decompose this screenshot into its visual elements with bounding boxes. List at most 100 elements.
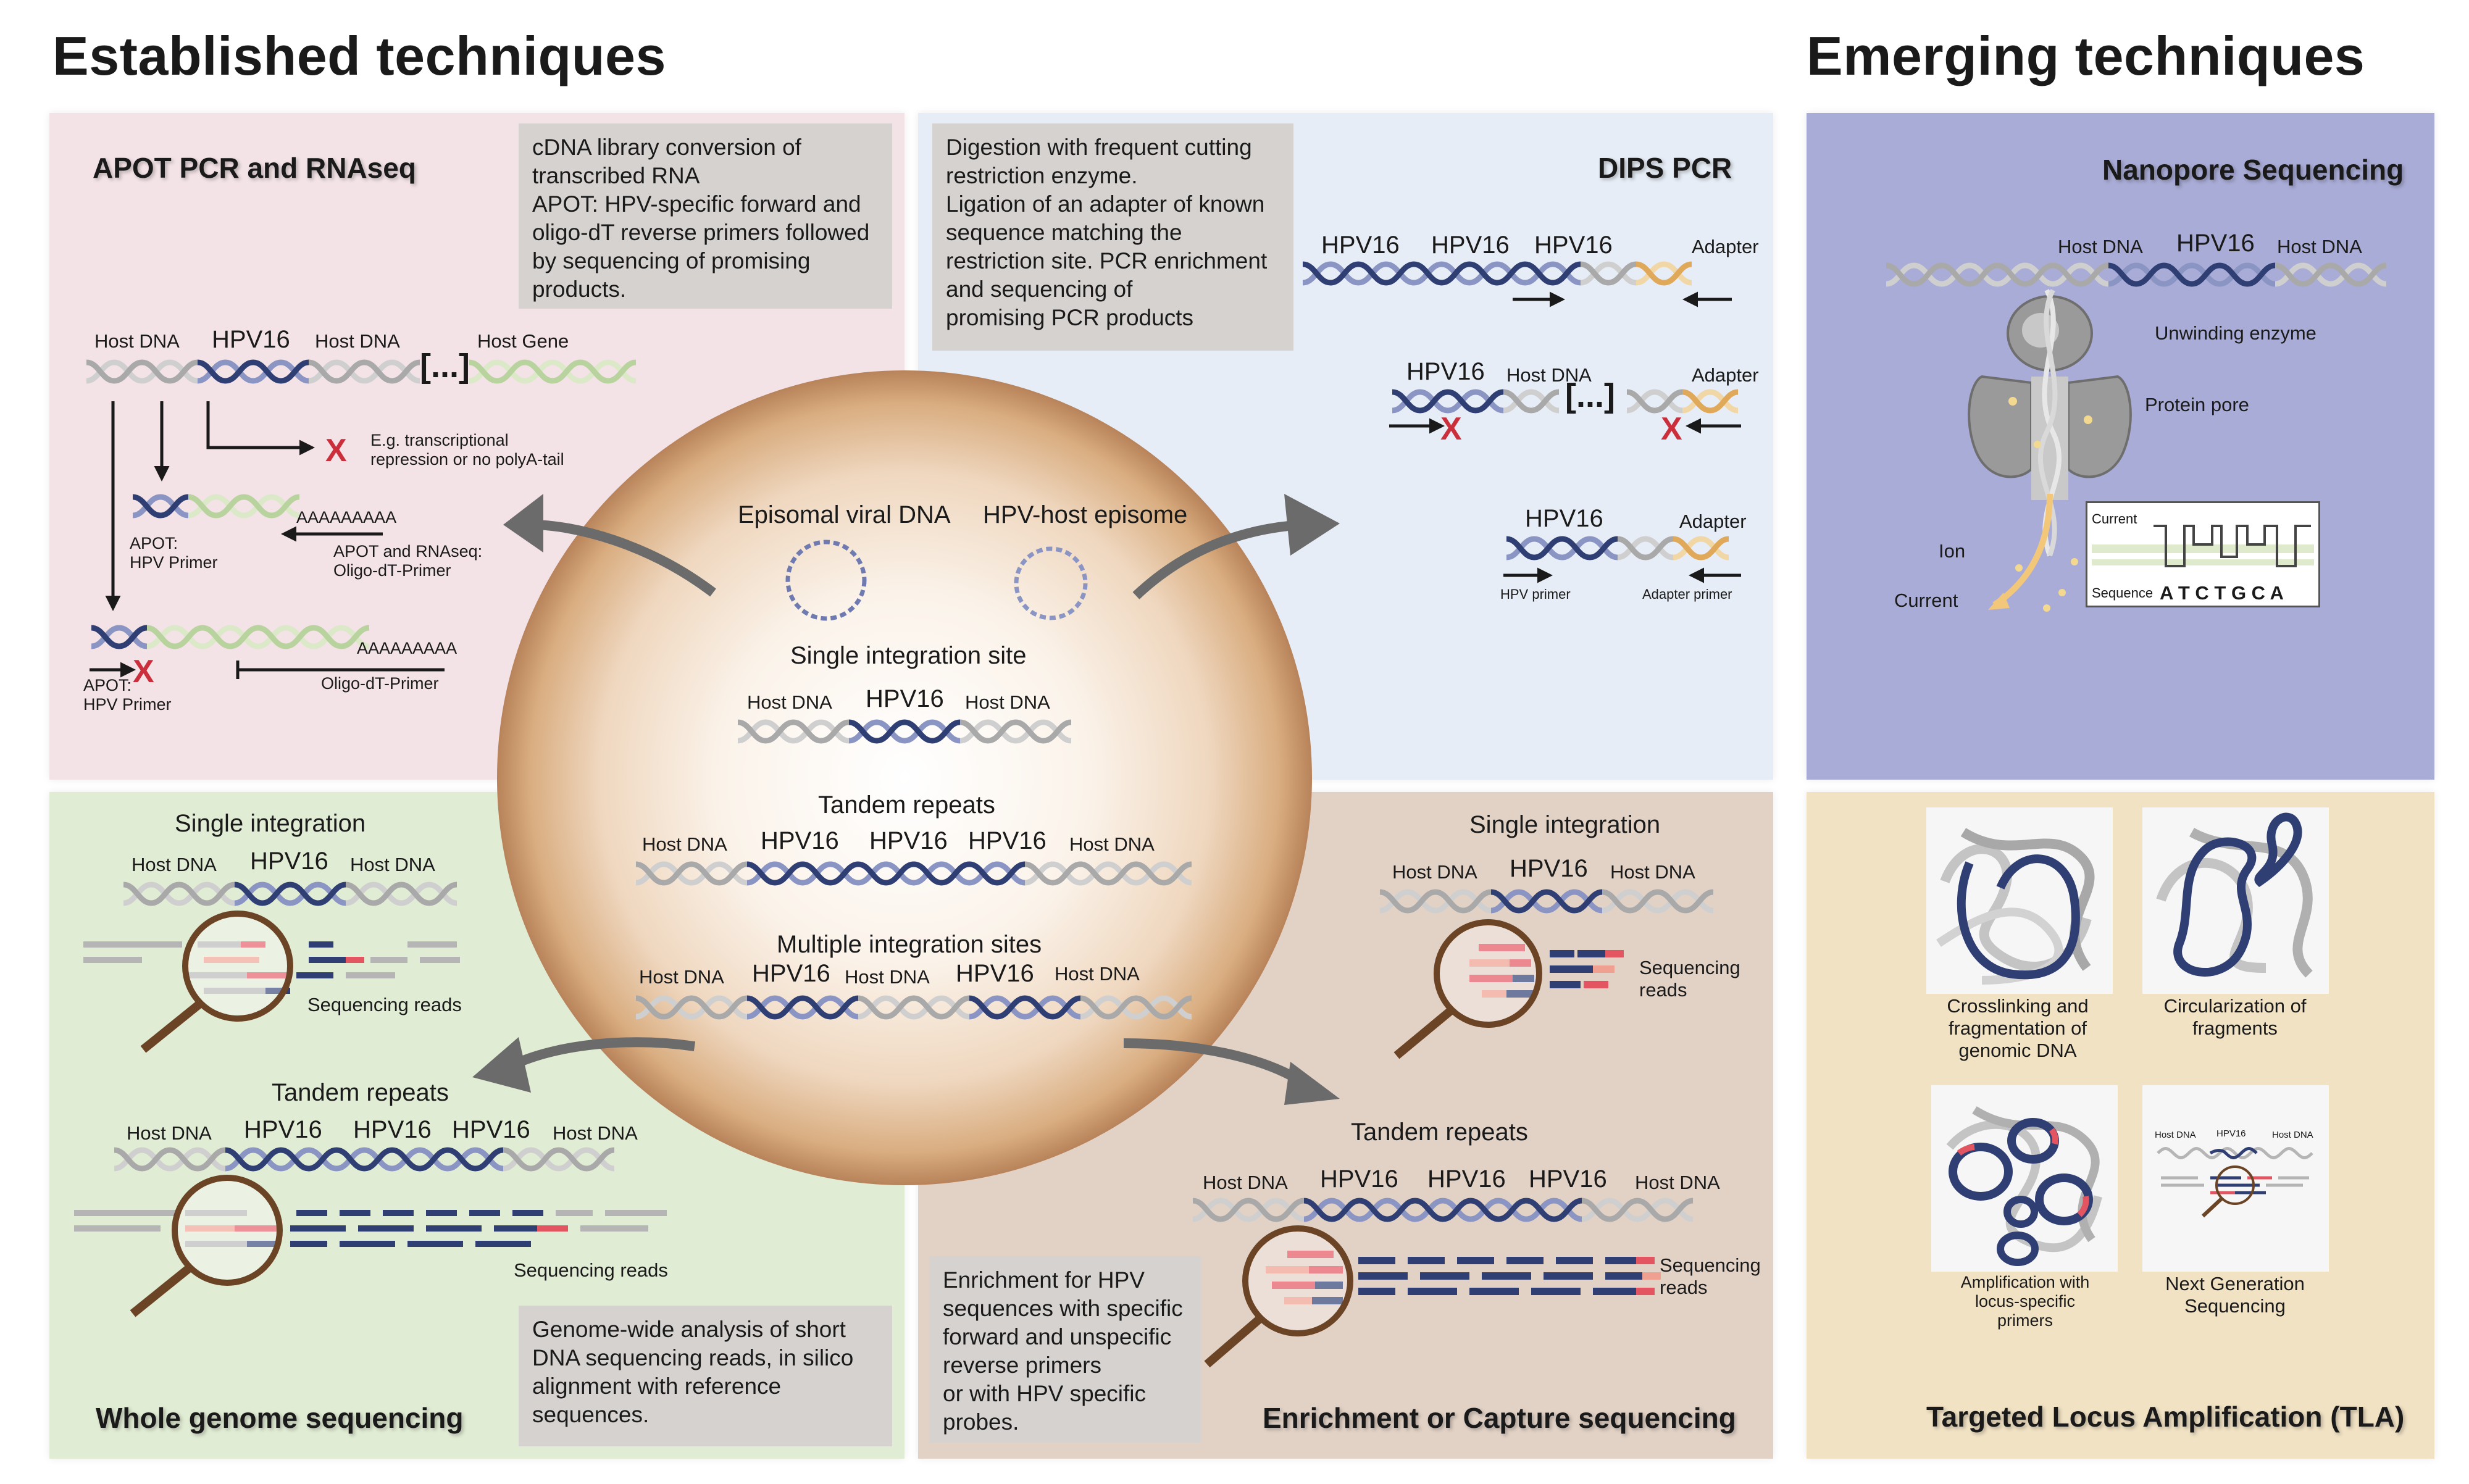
- circularized-fragment-icon: [2156, 812, 2313, 978]
- hpv16-mini-label: HPV16: [2216, 1128, 2246, 1139]
- hpv16-label: HPV16: [1427, 1165, 1506, 1193]
- description-line: cDNA library conversion of: [532, 135, 801, 160]
- wgs-reads-single: [83, 911, 460, 1053]
- protein-pore-icon: [1968, 289, 2132, 612]
- host-dna-mini-label: Host DNA: [2272, 1130, 2313, 1140]
- emerging-header: Emerging techniques: [1807, 25, 2365, 86]
- apot-arrows: [90, 401, 445, 679]
- established-header: Established techniques: [52, 25, 666, 86]
- host-dna-mini-label: Host DNA: [2155, 1130, 2196, 1140]
- host-dna-label: Host DNA: [132, 854, 217, 875]
- hpv16-label: HPV16: [956, 960, 1034, 987]
- description-line: restriction enzyme.: [946, 163, 1138, 188]
- current-axis-label: Current: [2092, 511, 2137, 527]
- hpv16-label: HPV16: [869, 827, 948, 854]
- sequence-bases: A T C T G C A: [2160, 582, 2284, 604]
- apot-primer-label: APOT:HPV Primer: [130, 534, 218, 572]
- host-dna-label: Host DNA: [639, 966, 724, 988]
- description-line: APOT: HPV-specific forward and: [532, 191, 861, 217]
- tla-panel: [1807, 792, 2434, 1459]
- host-dna-label: Host DNA: [1069, 833, 1155, 855]
- x-mark: X: [325, 433, 347, 469]
- single-integration-label: Single integration: [175, 810, 366, 837]
- tla-title: Targeted Locus Amplification (TLA): [1926, 1401, 2405, 1433]
- gap-ellipsis: [...]: [420, 348, 470, 385]
- hpv16-label: HPV16: [1510, 855, 1588, 882]
- description-line: Ligation of an adapter of known: [946, 191, 1265, 217]
- protein-pore-label: Protein pore: [2145, 394, 2249, 415]
- x-mark: X: [1661, 411, 1682, 447]
- hpv16-label: HPV16: [2176, 230, 2255, 257]
- hpv16-label: HPV16: [1320, 1165, 1398, 1193]
- description-line: Genome-wide analysis of short: [532, 1317, 846, 1342]
- x-mark: X: [1440, 411, 1462, 447]
- host-dna-label: Host DNA: [1203, 1172, 1288, 1193]
- hpv16-label: HPV16: [212, 326, 290, 353]
- description-line: DNA sequencing reads, in silico: [532, 1345, 854, 1370]
- sequencing-reads-label: Sequencing reads: [514, 1259, 668, 1281]
- host-dna-label: Host DNA: [127, 1122, 212, 1144]
- description-line: promising PCR products: [946, 305, 1193, 330]
- host-dna-label: Host DNA: [553, 1122, 638, 1144]
- hpv16-label: HPV16: [353, 1116, 432, 1143]
- host-dna-label: Host DNA: [642, 833, 727, 855]
- ngs-mini-icon: [2157, 1147, 2313, 1218]
- oligo-dt-primer-label: Oligo-dT-Primer: [321, 674, 439, 693]
- hpv16-label: HPV16: [752, 960, 830, 987]
- host-dna-label: Host DNA: [94, 330, 180, 352]
- host-dna-label: Host DNA: [845, 966, 930, 988]
- single-integration-label: Single integration: [1469, 811, 1661, 838]
- description-line: transcribed RNA: [532, 163, 700, 188]
- host-dna-label: Host DNA: [2058, 236, 2143, 257]
- description-line: reverse primers: [943, 1353, 1101, 1378]
- description-line: sequences with specific: [943, 1296, 1183, 1321]
- apot-primer-label: APOT:HPV Primer: [83, 676, 172, 714]
- hpv16-label: HPV16: [866, 685, 944, 712]
- hpv16-label: HPV16: [1529, 1165, 1607, 1193]
- description-line: sequence matching the: [946, 220, 1182, 245]
- tandem-label: Tandem repeats: [818, 791, 995, 819]
- host-dna-label: Host DNA: [1635, 1172, 1720, 1193]
- single-site-label: Single integration site: [790, 642, 1027, 669]
- hpv16-label: HPV16: [1321, 231, 1400, 259]
- hpv16-label: HPV16: [968, 827, 1047, 854]
- description-line: Digestion with frequent cutting: [946, 135, 1252, 160]
- description-line: by sequencing of promising: [532, 248, 811, 273]
- host-dna-label: Host DNA: [1610, 861, 1695, 883]
- description-line: restriction site. PCR enrichment: [946, 248, 1268, 273]
- nanopore-title: Nanopore Sequencing: [2102, 154, 2404, 186]
- hpv16-label: HPV16: [452, 1116, 530, 1143]
- dips-title: DIPS PCR: [1598, 152, 1732, 184]
- hpv16-label: HPV16: [1406, 358, 1485, 385]
- tla-tile-crosslinking: [1926, 807, 2113, 994]
- description-line: probes.: [943, 1409, 1019, 1435]
- amplified-circles-icon: [1946, 1106, 2102, 1266]
- host-dna-label: Host DNA: [965, 691, 1050, 713]
- chromatin-icon: [1936, 828, 2095, 985]
- apot-description: cDNA library conversion of transcribed R…: [519, 123, 892, 309]
- tla-tile-amplification: [1931, 1085, 2118, 1272]
- wgs-title: Whole genome sequencing: [96, 1402, 464, 1434]
- tandem-label: Tandem repeats: [272, 1079, 449, 1106]
- capture-title: Enrichment or Capture sequencing: [1263, 1402, 1736, 1434]
- hpv16-label: HPV16: [250, 848, 328, 875]
- polya-tail: AAAAAAAAA: [357, 639, 457, 657]
- ion-label: Ion: [1939, 540, 1966, 562]
- adapter-label: Adapter: [1679, 511, 1747, 532]
- sequence-axis-label: Sequence: [2092, 585, 2154, 601]
- hpv16-label: HPV16: [1525, 505, 1603, 532]
- host-dna-label: Host DNA: [1055, 963, 1140, 985]
- adapter-label: Adapter: [1692, 236, 1759, 257]
- description-line: and sequencing of: [946, 277, 1133, 302]
- gap-ellipsis: [...]: [1565, 377, 1615, 414]
- dna-strand: [1886, 262, 2392, 287]
- hpv-host-episome-label: HPV-host episome: [983, 501, 1188, 528]
- multiple-sites-label: Multiple integration sites: [777, 931, 1042, 958]
- wgs-reads-tandem: [74, 1175, 667, 1317]
- wgs-description: Genome-wide analysis of short DNA sequen…: [519, 1306, 892, 1446]
